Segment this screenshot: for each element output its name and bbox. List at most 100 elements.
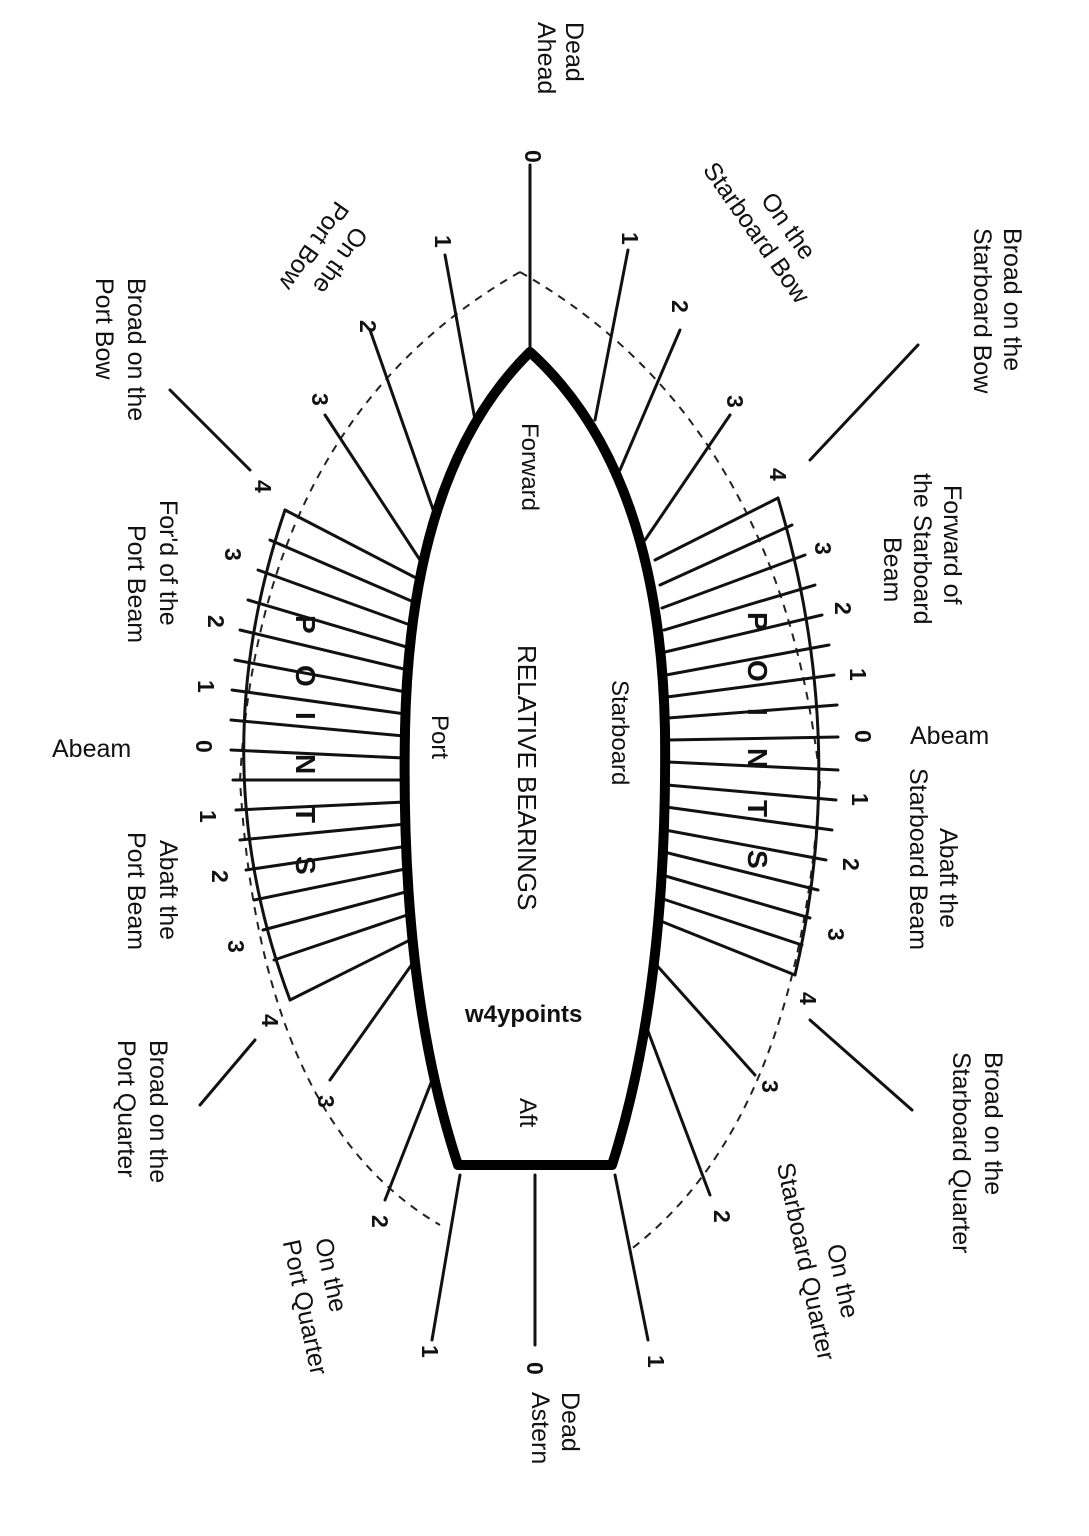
line-stbd-q2 [638,1008,712,1197]
line-port-q1 [430,1173,462,1342]
fan-line [658,523,794,587]
num-port-q-2: 2 [367,1215,393,1228]
points-letter: P [742,612,773,631]
label-line: Forward of [938,485,966,605]
label-aft: Aft [514,1098,541,1128]
fan-line [283,508,422,582]
fan-line [664,805,834,832]
fan-line [238,628,410,672]
points-letter: S [290,856,321,875]
num-port-fwd-2: 2 [203,615,229,628]
label-line: Broad on the [979,1052,1007,1195]
label-line: Astern [526,1392,554,1464]
label-abeam-starboard: Abeam [910,722,989,750]
num-port-q-3: 3 [313,1095,339,1108]
label-forward-starboard-beam: Forward of the Starboard Beam [878,473,966,625]
label-dead-ahead: Dead Ahead [532,22,588,94]
fan-line [229,748,406,760]
line-stbd-3 [643,413,732,542]
label-line: Port Beam [122,525,150,643]
label-line: Starboard Quarter [947,1052,975,1254]
fan-line [268,538,418,605]
num-stbd-bow-3: 3 [722,395,748,408]
label-port: Port [426,715,453,759]
num-port-q-1: 1 [417,1345,443,1358]
fan-line [664,643,831,677]
port-fan-arc [242,508,292,1002]
fan-line [660,553,807,610]
num-dead-ahead: 0 [520,150,546,163]
num-stbd-aft-3: 3 [823,928,849,941]
label-line: Abaft the [154,840,182,940]
fan-line [233,658,408,694]
num-stbd-aft-4: 4 [795,992,821,1005]
num-port-bow-2: 2 [355,320,381,333]
line-stbd-2 [618,328,682,472]
bearing-lines [168,163,920,1347]
points-letter: I [742,708,773,716]
label-line: Port Quarter [112,1040,140,1178]
label-line: Broad on the [144,1040,172,1183]
fan-line [272,910,418,962]
fan-line [665,673,836,699]
num-port-aft-2: 2 [207,870,233,883]
ship-hull [399,347,671,1170]
label-line: Dead [560,22,588,82]
line-broad-port-bow [168,388,252,472]
watermark-text: w4ypoints [464,1001,582,1028]
num-port-abeam-0: 0 [191,740,217,753]
line-port-3 [323,413,422,562]
label-starboard: Starboard [606,680,633,785]
label-line: Beam [878,537,906,602]
diagram-title: RELATIVE BEARINGS [512,645,542,910]
fan-line [660,873,812,920]
fan-line [256,568,415,628]
line-port-q3 [328,958,417,1082]
num-stbd-aft-2: 2 [838,858,864,871]
num-port-fwd-1: 1 [193,680,219,693]
label-line: Port Bow [90,278,118,380]
line-broad-port-quarter [198,1038,257,1107]
points-word-port: P O I N T S [290,615,321,875]
label-dead-astern: Dead Astern [526,1392,584,1464]
label-line: Starboard Bow [968,228,996,394]
num-port-bow-4: 4 [250,480,276,493]
label-broad-starboard-bow: Broad on the Starboard Bow [968,228,1026,394]
label-starboard-quarter: On the Starboard Quarter [771,1160,864,1363]
fan-line [238,822,408,842]
fan-line [663,828,828,862]
points-letter: S [742,850,773,869]
fan-line [656,918,797,977]
fan-line [662,583,817,632]
num-stbd-fwd-3: 3 [810,542,836,555]
label-line: Dead [556,1392,584,1452]
num-stbd-bow-4: 4 [765,468,791,481]
fan-line [244,844,410,872]
num-port-bow-3: 3 [307,393,333,406]
num-port-aft-3: 3 [223,940,249,953]
num-port-fwd-3: 3 [220,548,246,561]
label-line: For'd of the [154,500,182,626]
label-starboard-bow: On the Starboard Bow [697,157,821,309]
num-stbd-q-2: 2 [709,1210,735,1223]
points-letter: T [290,806,321,823]
line-port-2 [368,328,437,517]
num-stbd-abeam-0: 0 [850,730,876,743]
label-fwd-port-beam: For'd of the Port Beam [122,500,182,643]
num-stbd-bow-1: 1 [617,232,643,245]
line-stbd-1 [593,248,630,422]
num-stbd-q-3: 3 [757,1080,783,1093]
num-stbd-aft-1: 1 [847,793,873,806]
label-broad-port-quarter: Broad on the Port Quarter [112,1040,172,1183]
label-abaft-port-beam: Abaft the Port Beam [122,832,182,950]
fan-line [663,613,824,654]
points-word-starboard: P O I N T S [742,612,773,869]
line-broad-stbd-quarter [808,1018,914,1112]
points-letter: O [742,660,773,682]
label-line: Abaft the [934,828,962,928]
fan-line [246,598,412,650]
label-port-quarter: On the Port Quarter [277,1235,352,1377]
fan-line [261,888,415,932]
fan-line [288,933,422,1002]
